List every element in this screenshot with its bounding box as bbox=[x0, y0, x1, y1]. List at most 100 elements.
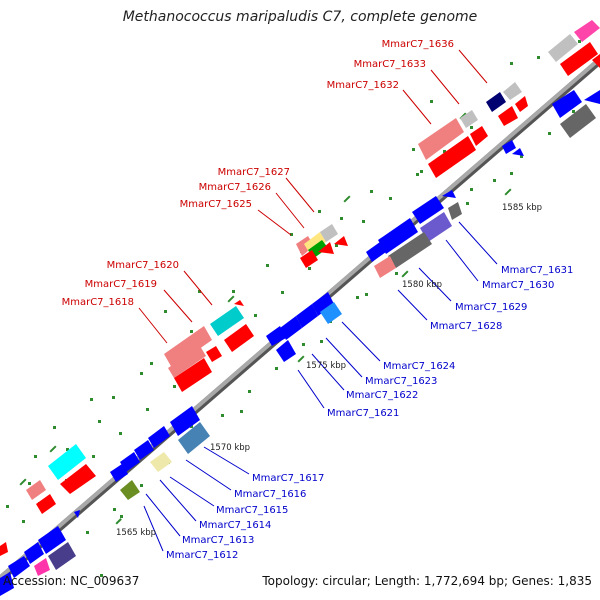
gene-label[interactable]: MmarC7_1630 bbox=[482, 280, 554, 291]
gene-block[interactable] bbox=[74, 510, 80, 518]
gene-block[interactable] bbox=[498, 106, 518, 126]
gene-block[interactable] bbox=[8, 556, 30, 578]
gene-block[interactable] bbox=[378, 218, 418, 254]
gene-block[interactable] bbox=[574, 20, 600, 42]
gene-block[interactable] bbox=[280, 316, 302, 340]
gene-block[interactable] bbox=[150, 452, 172, 472]
genome-summary-text: Topology: circular; Length: 1,772,694 bp… bbox=[262, 574, 592, 588]
gene-label[interactable]: MmarC7_1616 bbox=[234, 489, 306, 500]
gene-label[interactable]: MmarC7_1621 bbox=[327, 408, 399, 419]
gene-block[interactable] bbox=[174, 358, 212, 392]
gene-block[interactable] bbox=[24, 542, 44, 564]
gene-label[interactable]: MmarC7_1618 bbox=[62, 297, 134, 308]
gene-block[interactable] bbox=[584, 90, 600, 104]
gene-block[interactable] bbox=[548, 34, 578, 62]
gene-block[interactable] bbox=[486, 92, 506, 112]
gene-block[interactable] bbox=[26, 480, 46, 500]
gene-block[interactable] bbox=[170, 406, 200, 436]
scale-label: 1565 kbp bbox=[116, 528, 156, 538]
gene-block[interactable] bbox=[164, 326, 212, 368]
gene-block[interactable] bbox=[120, 480, 140, 500]
gene-block[interactable] bbox=[592, 54, 600, 68]
gene-block[interactable] bbox=[374, 256, 396, 278]
gene-block[interactable] bbox=[460, 110, 478, 128]
gene-block[interactable] bbox=[300, 250, 318, 268]
gene-block[interactable] bbox=[318, 242, 334, 254]
gene-label[interactable]: MmarC7_1628 bbox=[430, 321, 502, 332]
gene-block[interactable] bbox=[296, 304, 318, 328]
gene-block[interactable] bbox=[304, 232, 326, 254]
gene-block[interactable] bbox=[48, 444, 86, 480]
gene-label[interactable]: MmarC7_1617 bbox=[252, 473, 324, 484]
gene-blocks-upper bbox=[0, 20, 600, 556]
gene-label[interactable]: MmarC7_1624 bbox=[383, 361, 455, 372]
scale-labels: 1565 kbp 1570 kbp 1575 kbp 1580 kbp 1585… bbox=[116, 203, 542, 538]
gene-label[interactable]: MmarC7_1613 bbox=[182, 535, 254, 546]
gene-block[interactable] bbox=[320, 224, 338, 242]
gene-block[interactable] bbox=[36, 494, 56, 514]
gene-label[interactable]: MmarC7_1629 bbox=[455, 302, 527, 313]
gene-block[interactable] bbox=[442, 190, 456, 198]
gene-block[interactable] bbox=[0, 572, 14, 596]
gene-label[interactable]: MmarC7_1623 bbox=[365, 376, 437, 387]
gene-block[interactable] bbox=[502, 140, 516, 154]
scale-label: 1580 kbp bbox=[402, 280, 442, 290]
gene-label[interactable]: MmarC7_1620 bbox=[107, 260, 179, 271]
gene-block[interactable] bbox=[512, 148, 524, 156]
red-gene-labels: MmarC7_1636 MmarC7_1633 MmarC7_1632 Mmar… bbox=[62, 39, 454, 308]
blue-leader-lines bbox=[143, 221, 498, 552]
gene-block[interactable] bbox=[448, 202, 462, 220]
gene-block[interactable] bbox=[148, 426, 170, 448]
scale-label: 1585 kbp bbox=[502, 203, 542, 213]
gene-block[interactable] bbox=[312, 292, 334, 316]
gene-block[interactable] bbox=[334, 236, 348, 246]
gene-block[interactable] bbox=[234, 300, 244, 306]
gene-block[interactable] bbox=[0, 542, 8, 556]
gene-block[interactable] bbox=[38, 526, 66, 554]
gene-block[interactable] bbox=[134, 440, 154, 460]
gene-block[interactable] bbox=[470, 126, 488, 146]
gene-label[interactable]: MmarC7_1636 bbox=[382, 39, 454, 50]
gene-block[interactable] bbox=[168, 346, 206, 378]
gene-block[interactable] bbox=[120, 452, 140, 472]
gene-block[interactable] bbox=[266, 326, 286, 346]
gene-label[interactable]: MmarC7_1619 bbox=[85, 279, 157, 290]
gene-label[interactable]: MmarC7_1625 bbox=[180, 199, 252, 210]
gene-block[interactable] bbox=[110, 464, 128, 482]
gene-block[interactable] bbox=[276, 340, 296, 362]
gene-label[interactable]: MmarC7_1631 bbox=[501, 265, 573, 276]
gene-block[interactable] bbox=[515, 96, 528, 112]
gene-block[interactable] bbox=[503, 82, 522, 100]
gene-block[interactable] bbox=[560, 104, 596, 138]
gene-block[interactable] bbox=[320, 302, 342, 324]
gene-label[interactable]: MmarC7_1615 bbox=[216, 505, 288, 516]
gene-label[interactable]: MmarC7_1627 bbox=[218, 167, 290, 178]
gene-label[interactable]: MmarC7_1626 bbox=[199, 182, 271, 193]
gene-block[interactable] bbox=[412, 196, 444, 224]
scale-label: 1575 kbp bbox=[306, 361, 346, 371]
gene-block[interactable] bbox=[178, 422, 210, 454]
red-leader-lines bbox=[138, 49, 488, 344]
gene-label[interactable]: MmarC7_1614 bbox=[199, 520, 271, 531]
gene-block[interactable] bbox=[418, 118, 464, 160]
gene-label[interactable]: MmarC7_1612 bbox=[166, 550, 238, 561]
gene-block[interactable] bbox=[34, 558, 50, 576]
gene-block[interactable] bbox=[560, 42, 598, 76]
gene-block[interactable] bbox=[48, 542, 76, 570]
gene-label[interactable]: MmarC7_1632 bbox=[327, 80, 399, 91]
gene-label[interactable]: MmarC7_1622 bbox=[346, 390, 418, 401]
gene-blocks-lower bbox=[0, 90, 600, 596]
gene-block[interactable] bbox=[552, 90, 582, 118]
gene-block[interactable] bbox=[210, 306, 244, 336]
scale-ticks bbox=[6, 40, 581, 577]
gene-block[interactable] bbox=[60, 464, 96, 494]
gene-block[interactable] bbox=[206, 346, 222, 362]
gene-label[interactable]: MmarC7_1633 bbox=[354, 59, 426, 70]
scale-label: 1570 kbp bbox=[210, 443, 250, 453]
gene-block[interactable] bbox=[366, 242, 386, 262]
gene-block[interactable] bbox=[388, 232, 432, 268]
gene-block[interactable] bbox=[224, 324, 254, 352]
gene-block[interactable] bbox=[420, 212, 452, 242]
gene-block[interactable] bbox=[428, 136, 476, 178]
